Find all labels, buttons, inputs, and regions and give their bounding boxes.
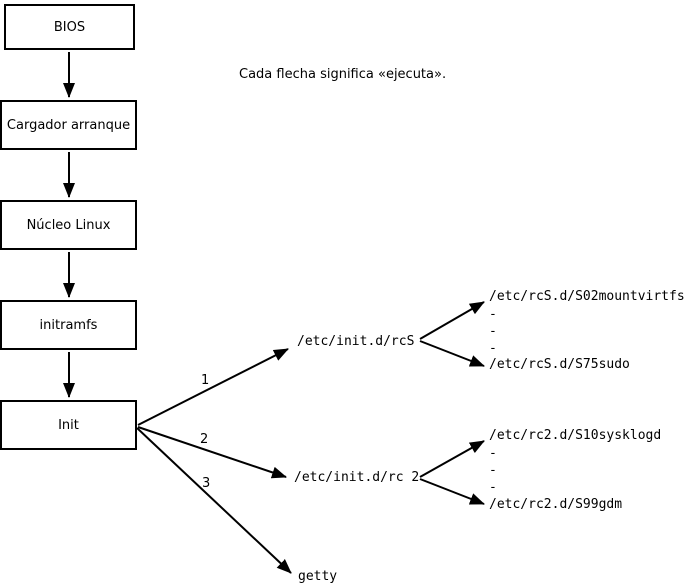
arrow-init-to-getty [136,427,292,574]
diagram-caption: Cada flecha significa «ejecuta». [239,67,447,82]
arrow-init-to-rcs [137,348,289,426]
arrow-rc2-to-s99 [419,478,485,505]
path-init-d-rcs: /etc/init.d/rcS [297,334,415,349]
box-nucleo-linux-label: Núcleo Linux [26,217,111,233]
box-init: Init [0,400,137,450]
path-rcs-s02mountvirtfs: /etc/rcS.d/S02mountvirtfs [489,289,684,304]
path-init-d-rc2: /etc/init.d/rc 2 [294,470,420,485]
box-init-label: Init [58,417,79,433]
arrow-rc2-to-s10 [419,440,485,478]
path-rcs-s75sudo: /etc/rcS.d/S75sudo [489,357,630,372]
box-nucleo-linux: Núcleo Linux [0,200,137,250]
box-initramfs: initramfs [0,300,137,350]
box-bios-label: BIOS [53,19,86,35]
rc2-ellipsis-dashes: - - - [489,446,497,495]
branch-number-1: 1 [201,373,210,388]
box-cargador-arranque-label: Cargador arranque [6,117,131,133]
branch-number-2: 2 [200,432,209,447]
path-rc2-s10sysklogd: /etc/rc2.d/S10sysklogd [489,428,662,443]
box-initramfs-label: initramfs [39,317,98,333]
path-getty: getty [298,569,338,584]
arrow-rcs-to-s02 [419,301,485,340]
box-bios: BIOS [4,4,135,50]
arrow-init-to-rc2 [137,426,287,479]
path-rc2-s99gdm: /etc/rc2.d/S99gdm [489,497,623,512]
rcs-ellipsis-dashes: - - - [489,307,497,356]
arrow-rcs-to-s75 [419,340,485,367]
box-cargador-arranque: Cargador arranque [0,100,137,150]
branch-number-3: 3 [202,476,211,491]
